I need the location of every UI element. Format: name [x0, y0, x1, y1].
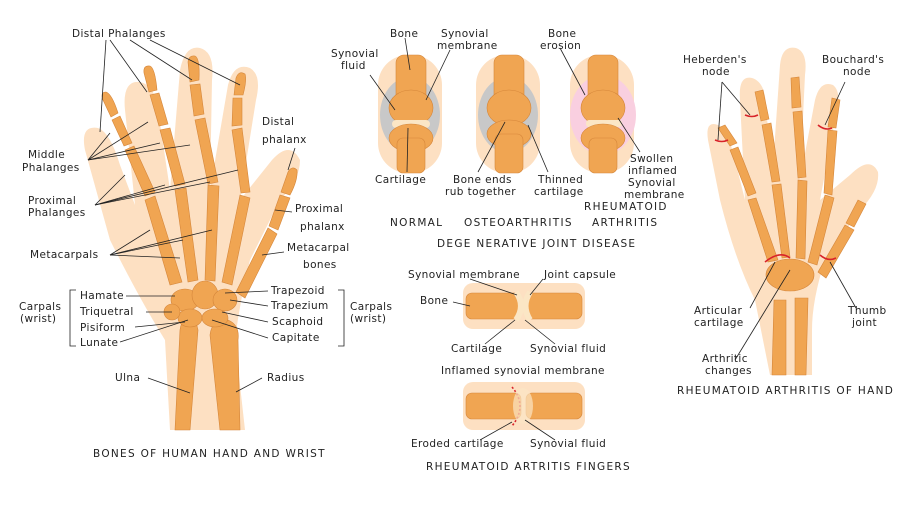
label-articular-1: Articular	[694, 305, 743, 317]
label-trapezium: Trapezium	[270, 300, 329, 312]
label-trapezoid: Trapezoid	[270, 285, 325, 297]
label-proximal-phalanx-1: Proximal	[295, 203, 343, 215]
caption-ra-fingers: RHEUMATOID ARTRITIS FINGERS	[426, 461, 631, 473]
hand-bones-leader-lines	[69, 39, 345, 394]
label-metacarpal-bones-2: bones	[303, 259, 337, 271]
label-scaphoid: Scaphoid	[272, 316, 323, 328]
label-middle-phalanges-1: Middle	[28, 149, 65, 161]
label-heberdens-1: Heberden's	[683, 54, 747, 66]
joint-rheumatoid-illustration	[570, 54, 636, 174]
label-proximal-phalanges-1: Proximal	[28, 195, 76, 207]
label-synovial-membrane-1: Synovial	[441, 28, 489, 40]
label-inflamed-membrane: Inflamed synovial membrane	[441, 365, 605, 377]
label-proximal-phalanx-2: phalanx	[300, 221, 345, 233]
label-swollen-1: Swollen	[630, 153, 673, 165]
label-thinned-2: cartilage	[534, 186, 584, 198]
label-bouchards-1: Bouchard's	[822, 54, 884, 66]
label-carpals-right-2: (wrist)	[350, 313, 386, 325]
label-bouchards-2: node	[843, 66, 871, 78]
joint-disease-leader-lines	[369, 37, 641, 173]
label-triquetral: Triquetral	[79, 306, 134, 318]
label-hamate: Hamate	[80, 290, 124, 302]
label-finger-synovial-fluid: Synovial fluid	[530, 343, 606, 355]
caption-degenerative-joint: DEGE NERATIVE JOINT DISEASE	[437, 238, 636, 250]
label-eroded-cartilage: Eroded cartilage	[411, 438, 504, 450]
label-finger-synovial-membrane: Synovial membrane	[408, 269, 520, 281]
label-capitate: Capitate	[272, 332, 320, 344]
label-carpals-left-1: Carpals	[19, 301, 61, 313]
label-ulna: Ulna	[115, 372, 140, 384]
label-proximal-phalanges-2: Phalanges	[28, 207, 86, 219]
joint-osteoarthritis-illustration	[476, 54, 540, 174]
label-distal-phalanx-2: phalanx	[262, 134, 307, 146]
caption-bones-of-hand: BONES OF HUMAN HAND AND WRIST	[93, 448, 326, 460]
label-metacarpal-bones-1: Metacarpal	[287, 242, 350, 254]
finger-rheumatoid-illustration	[463, 382, 585, 430]
label-arthritic-2: changes	[705, 365, 752, 377]
label-thinned-1: Thinned	[537, 174, 583, 186]
label-thumb-joint-2: joint	[851, 317, 877, 329]
label-arthritic-1: Arthritic	[702, 353, 748, 365]
caption-ra-hand: RHEUMATOID ARTHRITIS OF HAND	[677, 385, 894, 397]
label-carpals-right-1: Carpals	[350, 301, 392, 313]
label-bone-erosion-2: erosion	[540, 40, 581, 52]
label-heberdens-2: node	[702, 66, 730, 78]
label-pisiform: Pisiform	[80, 322, 125, 334]
label-metacarpals: Metacarpals	[30, 249, 98, 261]
label-cartilage-top: Cartilage	[375, 174, 426, 186]
label-bone-ends-1: Bone ends	[453, 174, 512, 186]
label-articular-2: cartilage	[694, 317, 744, 329]
label-joint-capsule: Joint capsule	[543, 269, 616, 281]
label-synovial-fluid-2: fluid	[341, 60, 366, 72]
label-radius: Radius	[267, 372, 305, 384]
ra-hand-illustration	[707, 47, 879, 376]
label-swollen-2: inflamed	[628, 165, 677, 177]
label-bone-erosion-1: Bone	[548, 28, 576, 40]
hand-bones-illustration	[83, 47, 300, 431]
label-finger-cartilage: Cartilage	[451, 343, 502, 355]
label-bone-top: Bone	[390, 28, 418, 40]
label-bone-ends-2: rub together	[445, 186, 516, 198]
label-carpals-left-2: (wrist)	[20, 313, 56, 325]
label-rheumatoid-1: RHEUMATOID	[584, 201, 668, 213]
label-distal-phalanges: Distal Phalanges	[72, 28, 166, 40]
label-lunate: Lunate	[80, 337, 118, 349]
finger-leader-lines	[452, 278, 556, 441]
label-thumb-joint-1: Thumb	[847, 305, 887, 317]
label-rheumatoid-2: ARTHRITIS	[592, 217, 658, 229]
label-finger-synovial-fluid-2: Synovial fluid	[530, 438, 606, 450]
joint-normal-illustration	[378, 54, 442, 174]
label-synovial-membrane-2: membrane	[437, 40, 498, 52]
ra-hand-leader-lines	[717, 81, 857, 361]
label-distal-phalanx-1: Distal	[262, 116, 294, 128]
label-swollen-3: Synovial	[628, 177, 676, 189]
label-normal: NORMAL	[390, 217, 443, 229]
label-osteoarthritis: OSTEOARTHRITIS	[464, 217, 573, 229]
label-finger-bone: Bone	[420, 295, 448, 307]
label-middle-phalanges-2: Phalanges	[22, 162, 80, 174]
label-swollen-4: membrane	[624, 189, 685, 201]
label-synovial-fluid-1: Synovial	[331, 48, 379, 60]
finger-normal-illustration	[463, 283, 585, 329]
